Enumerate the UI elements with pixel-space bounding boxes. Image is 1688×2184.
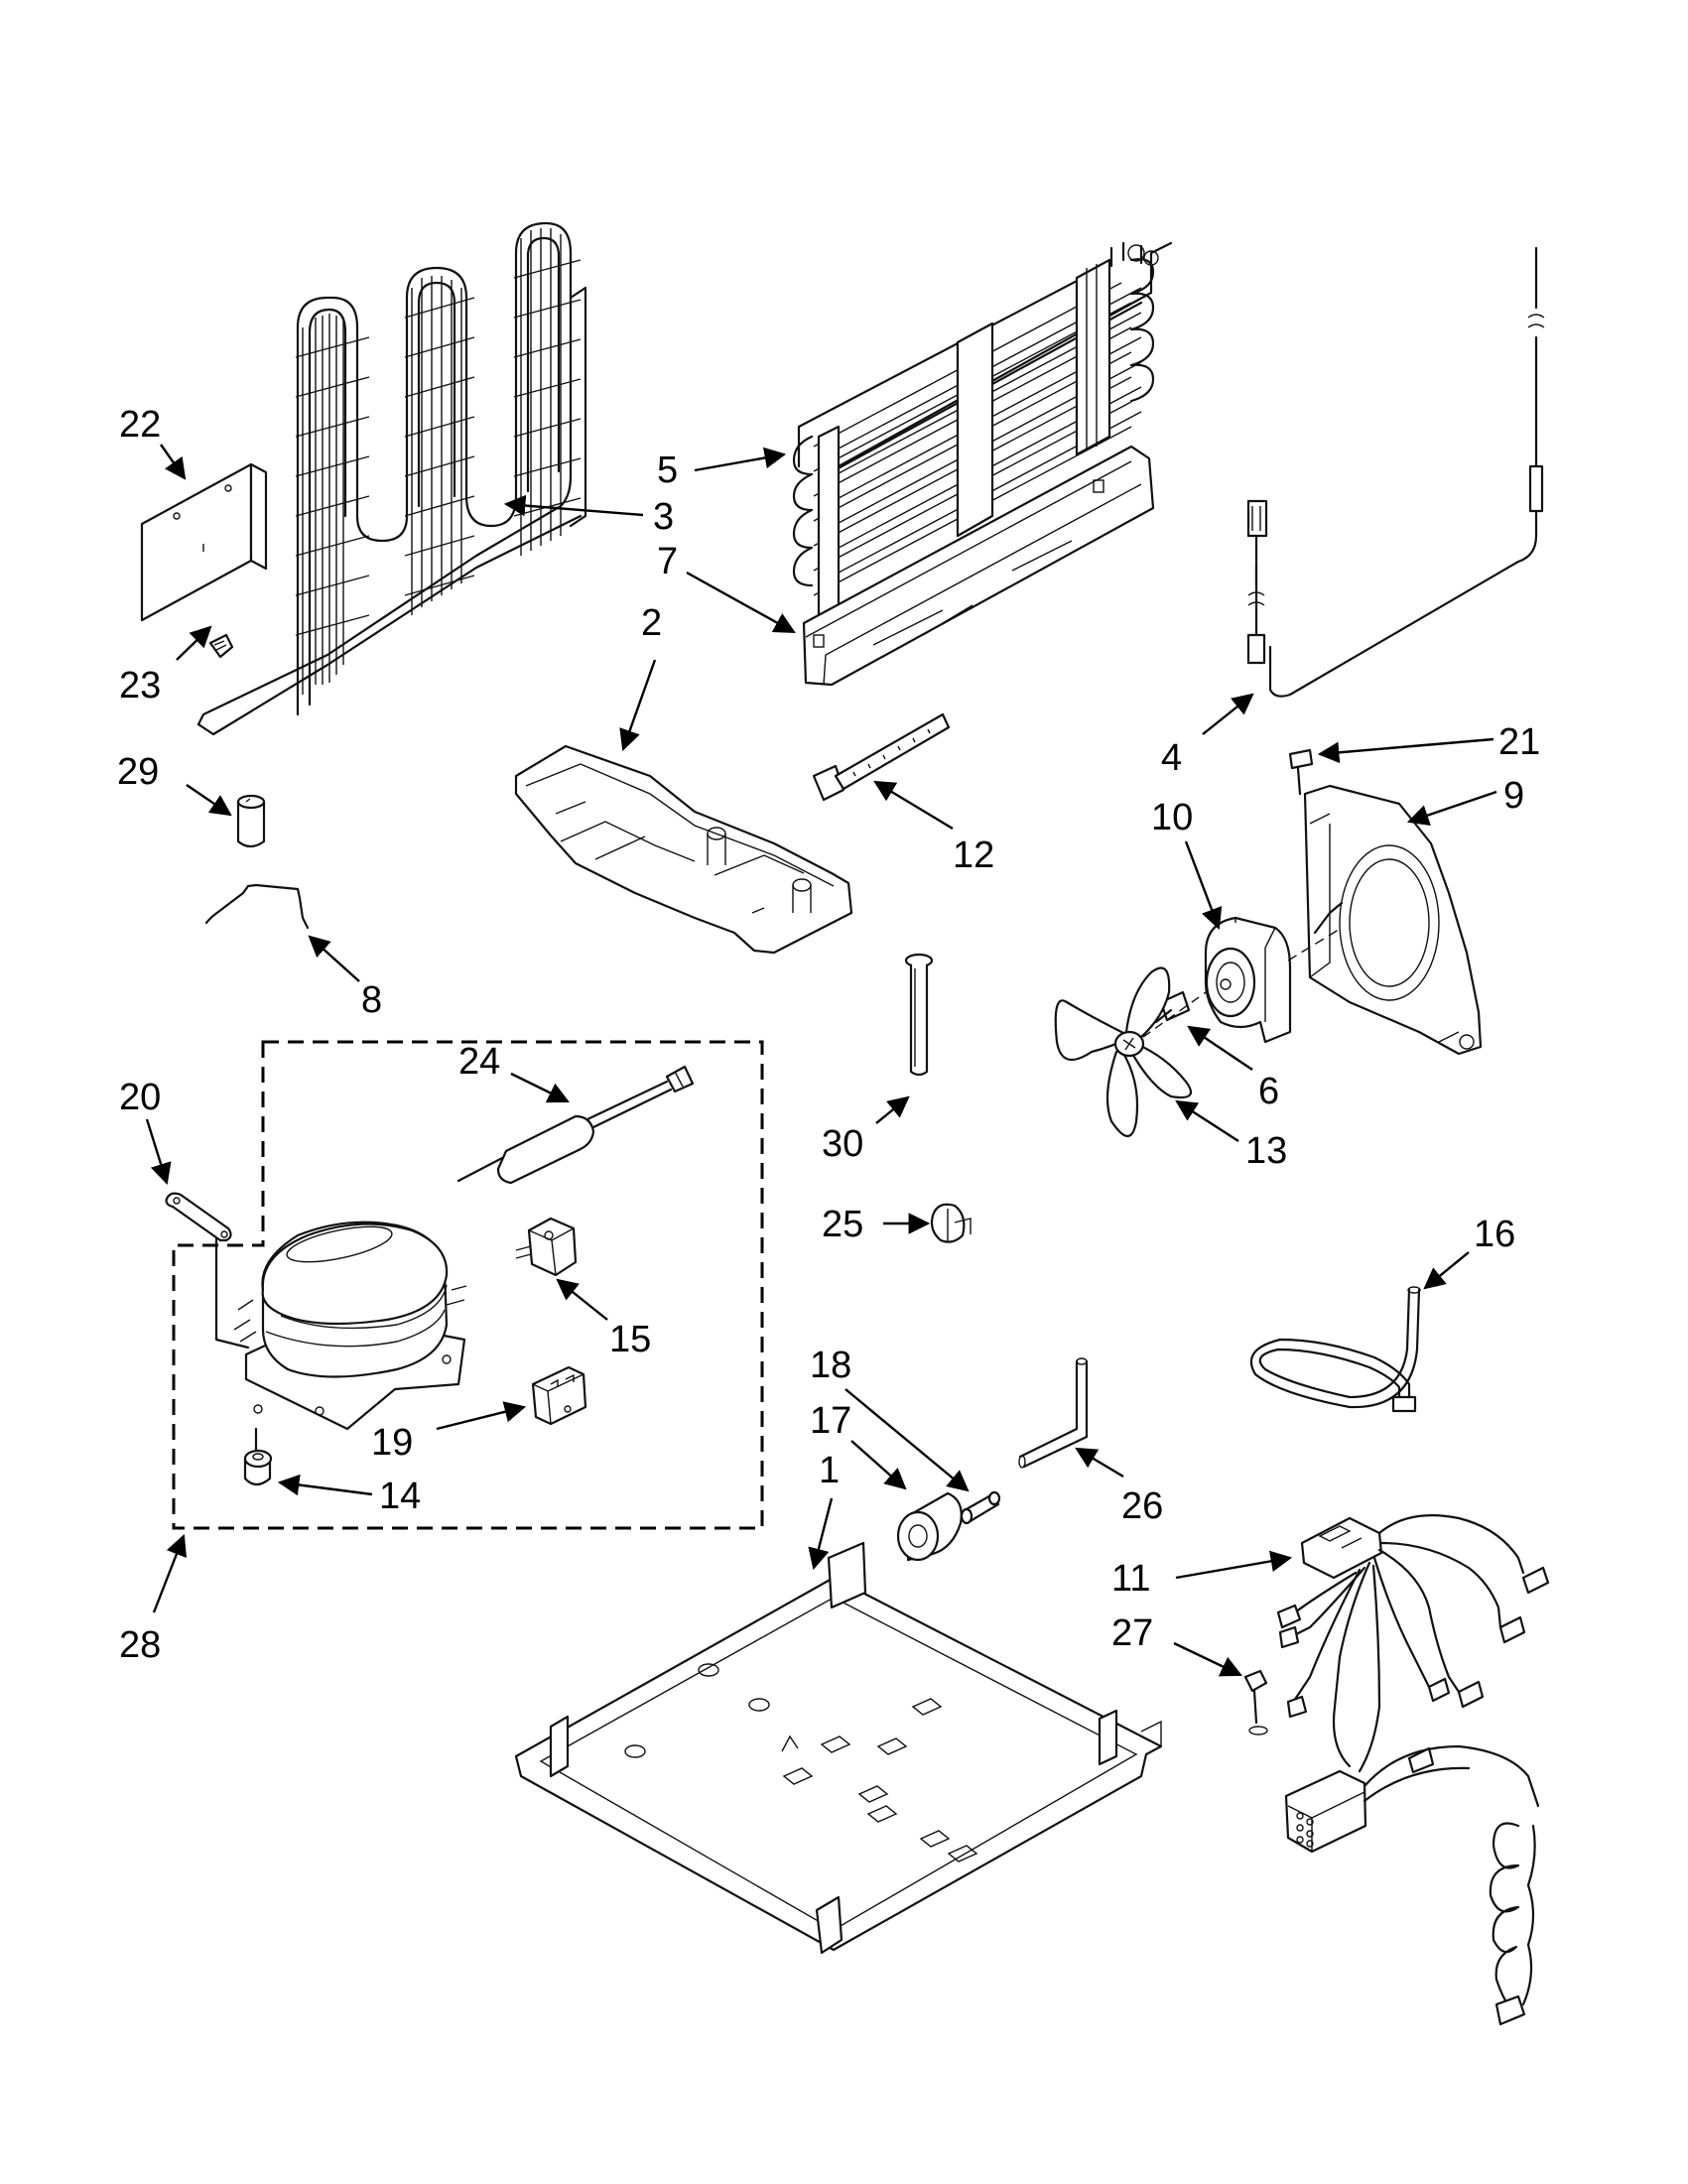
leader-4	[1202, 693, 1254, 735]
leader-18	[844, 1388, 970, 1492]
leader-10	[1184, 840, 1223, 931]
leader-6	[1187, 1025, 1253, 1071]
defrost-tray	[802, 445, 1155, 687]
filter-drier	[456, 1065, 695, 1185]
callout-5: 5	[657, 450, 678, 491]
callout-12: 12	[953, 835, 994, 876]
cylinder-part	[236, 794, 266, 848]
clip-25	[930, 1203, 972, 1243]
fan-shroud	[1303, 784, 1483, 1056]
callout-29: 29	[117, 751, 159, 793]
callout-27: 27	[1111, 1612, 1153, 1654]
link-20	[165, 1192, 232, 1242]
leader-7	[686, 571, 796, 634]
callout-numbers: 22 3 5 7 23 2 29 8 12 4 21 9 10 6 13 30 …	[117, 404, 1540, 1666]
callout-13: 13	[1245, 1130, 1287, 1172]
leader-9	[1406, 790, 1497, 826]
grommet-14	[243, 1449, 273, 1486]
leader-1	[808, 1497, 834, 1571]
leader-16	[1423, 1251, 1470, 1290]
callout-30: 30	[822, 1123, 863, 1165]
leader-5	[694, 447, 787, 472]
callout-20: 20	[119, 1077, 161, 1118]
leader-24	[510, 1072, 570, 1103]
drain-pan	[514, 744, 853, 955]
callout-21: 21	[1498, 721, 1540, 763]
bracket-plate	[140, 462, 268, 622]
compressor	[214, 1220, 467, 1476]
leader-28	[152, 1533, 188, 1613]
cable-tie	[812, 712, 951, 802]
callout-1: 1	[819, 1450, 840, 1491]
base-frame	[514, 1541, 1163, 1955]
leader-27	[1173, 1641, 1242, 1677]
callout-15: 15	[609, 1319, 651, 1360]
leader-15	[556, 1278, 608, 1321]
leader-26	[1075, 1447, 1124, 1478]
leader-21	[1317, 737, 1494, 764]
callout-22: 22	[119, 404, 161, 446]
drain-tube	[904, 953, 934, 1077]
leader-14	[277, 1474, 373, 1496]
callout-17: 17	[810, 1400, 851, 1442]
sensor-wire	[1246, 246, 1545, 698]
callout-26: 26	[1121, 1485, 1163, 1527]
leader-3	[503, 494, 644, 517]
pin-26	[1018, 1357, 1089, 1469]
leader-29	[186, 784, 232, 817]
fan-blade	[1054, 966, 1207, 1138]
callout-28: 28	[119, 1624, 161, 1666]
callout-23: 23	[119, 665, 161, 707]
screw-21	[1288, 748, 1314, 796]
callout-2: 2	[641, 602, 662, 644]
clip-part	[208, 633, 234, 659]
callout-10: 10	[1151, 797, 1193, 838]
evaporator-coil	[792, 241, 1173, 617]
callout-18: 18	[810, 1345, 851, 1386]
leader-13	[1175, 1099, 1239, 1143]
overload-19	[531, 1365, 587, 1426]
leader-lines	[145, 444, 1497, 1677]
callout-4: 4	[1161, 737, 1182, 779]
callout-14: 14	[379, 1476, 421, 1517]
leader-23	[176, 625, 212, 661]
wire-part	[204, 883, 310, 930]
compressor-assembly-boundary	[172, 1040, 764, 1530]
callout-24: 24	[458, 1041, 500, 1083]
leader-2	[619, 659, 657, 752]
leader-19	[436, 1401, 527, 1431]
callout-19: 19	[371, 1422, 413, 1464]
wiring-harness	[1276, 1514, 1550, 2026]
callout-8: 8	[361, 979, 382, 1021]
callout-6: 6	[1258, 1071, 1279, 1112]
relay-15	[515, 1217, 578, 1277]
leader-30	[875, 1095, 910, 1124]
callout-25: 25	[822, 1204, 863, 1245]
leader-22	[160, 444, 187, 480]
wheel-17	[896, 1491, 963, 1562]
leader-8	[308, 935, 360, 982]
leader-17	[850, 1440, 907, 1490]
callout-7: 7	[657, 541, 678, 582]
callout-11: 11	[1111, 1558, 1150, 1600]
callout-3: 3	[653, 496, 674, 538]
callout-16: 16	[1474, 1214, 1515, 1255]
leader-12	[873, 780, 954, 831]
leader-11	[1175, 1550, 1293, 1580]
callout-9: 9	[1503, 775, 1524, 817]
screw-27	[1243, 1669, 1268, 1735]
tubing-16	[1249, 1286, 1421, 1413]
leader-20	[145, 1118, 172, 1186]
condenser-coil	[196, 221, 587, 736]
axle-18	[960, 1490, 1001, 1525]
fan-motor	[1204, 916, 1343, 1044]
